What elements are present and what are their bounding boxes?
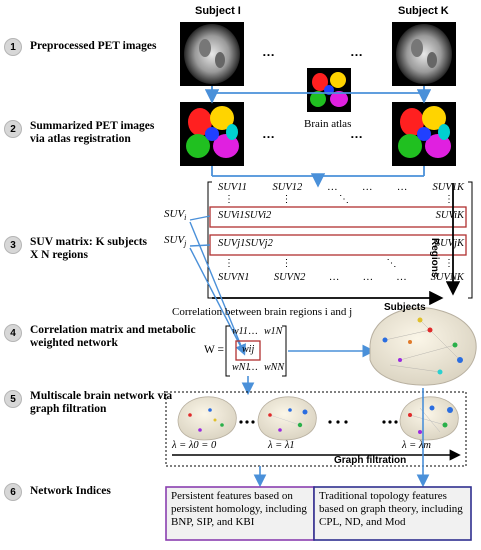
matrix-cell: SUVNK [430,272,464,283]
step-label: SUV matrix: K subjects X N regions [30,236,148,261]
step-number: 6 [4,483,22,501]
flow-arrows-atlas [204,86,432,188]
matrix-cell: SUV1K [432,182,464,193]
suv-row-i-highlight [209,206,467,228]
atlas-image-subject-first [180,102,244,166]
matrix-cell: SUVN2 [273,272,306,283]
suv-j-subscript: j [184,239,187,249]
suv-i-label: SUVi [164,208,186,222]
matrix-cell: SUVj1 [218,238,246,249]
subjects-ellipsis-2: … [350,44,364,59]
step-1: 1 Preprocessed PET images [4,38,157,56]
matrix-cell: … [327,182,338,193]
w-lhs: W = [204,344,225,356]
lambda-1-label: λ = λ1 [268,440,295,451]
atlas-ellipsis-1: … [262,126,276,141]
suv-pointer-lines [189,215,246,356]
step-number: 3 [4,236,22,254]
suv-j-label: SUVj [164,234,186,248]
matrix-cell: SUV12 [272,182,303,193]
lambda-0-label: λ = λ0 = 0 [172,440,217,451]
w1N: w1N [264,326,283,337]
suv-i-subscript: i [184,213,187,223]
correlation-caption: Correlation between brain regions i and … [172,306,353,318]
subject-last-label: Subject K [398,5,449,17]
brain-atlas-label: Brain atlas [304,118,352,130]
metabolic-network-brain [369,307,477,386]
traditional-features-box [313,486,472,541]
traditional-features-text: Traditional topology features based on g… [319,490,463,528]
matrix-cell: … [363,272,373,283]
matrix-row-j: SUVj1 SUVj2 SUVjK [218,238,464,249]
step-number: 4 [4,324,22,342]
suv-j-text: SUV [164,234,185,246]
regions-axis-label: Regions [429,238,440,278]
subjects-axis-label: Subjects [384,302,426,313]
matrix-cell: SUV11 [218,182,247,193]
step-4: 4 Correlation matrix and metabolic weigh… [4,324,220,350]
w-matrix-brackets [225,325,287,377]
wij: wij [242,344,255,355]
w11: w11 [232,326,248,337]
subject-first-label: Subject I [195,5,241,17]
step-number: 5 [4,390,22,408]
w-bottom-dots: … [248,362,258,373]
filtration-brain-m [399,396,459,441]
subjects-ellipsis-1: … [262,44,276,59]
step-label: Correlation matrix and metabolic weighte… [30,324,196,349]
step-6: 6 Network Indices [4,483,111,501]
atlas-ellipsis-2: … [350,126,364,141]
matrix-row-1: SUV11 SUV12 … … … SUV1K [218,182,464,193]
matrix-cell: SUVN1 [218,272,250,283]
step-number: 2 [4,120,22,138]
matrix-cell: SUVjK [434,238,464,249]
filtration-box [165,391,467,467]
suv-matrix-brackets [207,181,473,299]
step-label: Multiscale brain network via graph filtr… [30,390,173,415]
wNN: wNN [264,362,285,373]
step-label: Network Indices [30,485,111,497]
filtration-dots [239,420,398,424]
matrix-cell: SUVi1 [218,210,245,221]
brain-atlas-image [307,68,351,112]
step-number: 1 [4,38,22,56]
matrix-cell: SUVi2 [244,210,272,221]
persistent-features-box [165,486,315,541]
pet-image-subject-last [392,22,456,86]
lambda-m-label: λ = λm [402,440,432,451]
step-label: Summarized PET images via atlas registra… [30,120,155,145]
step-5: 5 Multiscale brain network via graph fil… [4,390,180,416]
atlas-image-subject-last [392,102,456,166]
matrix-cell: … [362,182,373,193]
pet-image-subject-first [180,22,244,86]
matrix-vdots-row: ⋮⋮⋱⋮ [224,194,454,205]
matrix-cell: SUViK [435,210,464,221]
step-label: Preprocessed PET images [30,40,157,52]
wN1: wN1 [232,362,251,373]
matrix-cell: SUVj2 [245,238,273,249]
filtration-axis-label: Graph filtration [334,455,407,466]
matrix-cell: … [397,182,407,193]
w-top-dots: … [248,326,258,337]
filtration-brain-1 [257,396,317,441]
wij-highlight [235,340,261,361]
step-3: 3 SUV matrix: K subjects X N regions [4,236,150,262]
persistent-features-text: Persistent features based on persistent … [171,490,307,528]
matrix-row-N: SUVN1 SUVN2 … … … SUVNK [218,272,464,283]
matrix-cell: … [329,272,339,283]
matrix-row-i: SUVi1 SUVi2 SUViK [218,210,464,221]
matrix-cell: … [397,272,407,283]
filtration-brain-0 [177,396,237,441]
step-2: 2 Summarized PET images via atlas regist… [4,120,170,146]
matrix-vdots-row-2: ⋮⋮⋱⋮ [224,258,454,269]
suv-i-text: SUV [164,208,185,220]
